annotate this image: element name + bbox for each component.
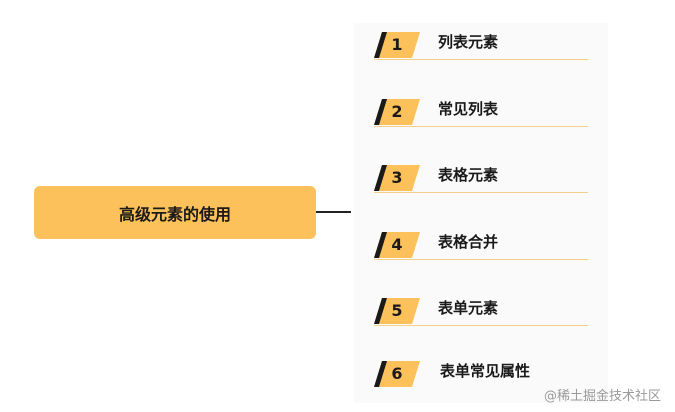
subtopic-item-3[interactable]: 3 表格元素 (374, 159, 588, 193)
parallelogram-badge-shape (374, 298, 420, 324)
central-topic-label: 高级元素的使用 (118, 204, 231, 224)
subtopic-label: 常见列表 (438, 100, 499, 118)
parallelogram-badge-shape (374, 361, 420, 387)
connector-line (316, 211, 351, 213)
item-underline (374, 259, 588, 260)
subtopic-item-1[interactable]: 1 列表元素 (374, 26, 588, 60)
subtopic-label: 表单元素 (438, 299, 499, 317)
central-topic-node[interactable]: 高级元素的使用 (34, 186, 316, 239)
subtopic-label: 列表元素 (438, 33, 499, 51)
badge-number: 2 (391, 102, 403, 121)
subtopic-label: 表单常见属性 (440, 362, 531, 380)
number-badge: 3 (374, 165, 420, 191)
item-underline (374, 59, 588, 60)
badge-number: 1 (391, 35, 403, 54)
item-underline (374, 325, 588, 326)
number-badge: 2 (374, 99, 420, 125)
subtopic-item-5[interactable]: 5 表单元素 (374, 292, 588, 326)
parallelogram-badge-shape (374, 99, 420, 125)
badge-number: 4 (391, 235, 403, 254)
parallelogram-badge-shape (374, 32, 420, 58)
number-badge: 4 (374, 232, 420, 258)
watermark-text: @稀土掘金技术社区 (543, 389, 661, 404)
badge-number: 6 (391, 364, 403, 383)
subtopic-panel (354, 23, 608, 403)
badge-number: 3 (391, 168, 403, 187)
subtopic-item-2[interactable]: 2 常见列表 (374, 93, 588, 127)
subtopic-item-6[interactable]: 6 表单常见属性 (374, 355, 588, 389)
parallelogram-badge-shape (374, 232, 420, 258)
number-badge: 5 (374, 298, 420, 324)
subtopic-label: 表格元素 (438, 166, 499, 184)
parallelogram-badge-shape (374, 165, 420, 191)
item-underline (374, 192, 588, 193)
subtopic-item-4[interactable]: 4 表格合并 (374, 226, 588, 260)
subtopic-label: 表格合并 (438, 233, 499, 251)
item-underline (374, 126, 588, 127)
number-badge: 1 (374, 32, 420, 58)
badge-number: 5 (391, 301, 403, 320)
number-badge: 6 (374, 361, 420, 387)
